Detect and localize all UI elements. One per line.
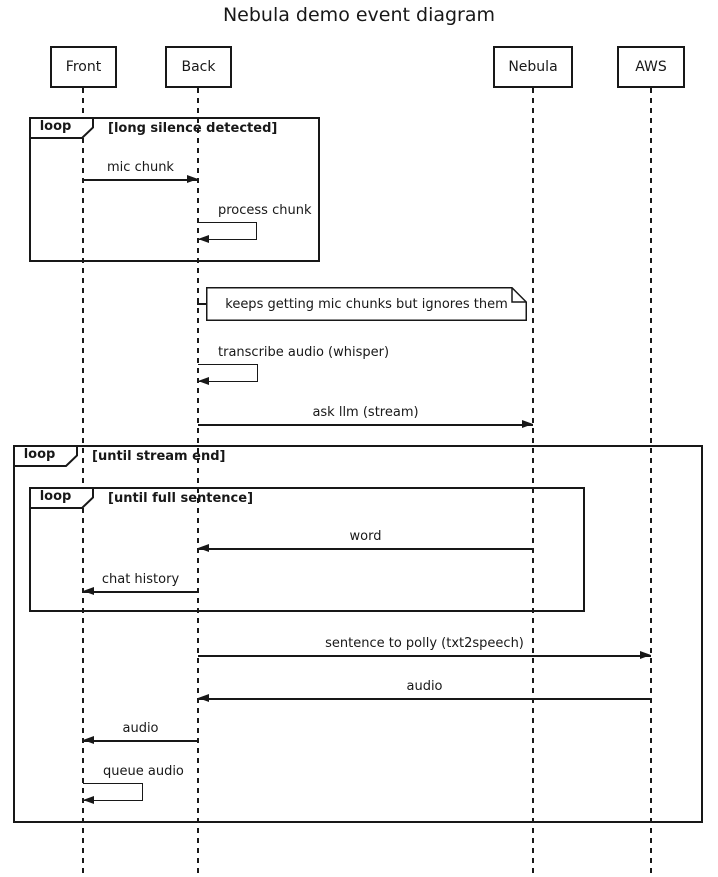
diagram-title: Nebula demo event diagram	[222, 4, 496, 26]
message-label-audio-aws-back: audio	[406, 679, 443, 694]
loop-operator-label: loop	[39, 119, 72, 134]
arrowhead-right-icon	[187, 175, 198, 183]
participant-box-nebula: Nebula	[493, 46, 573, 88]
arrowhead-left-icon	[83, 736, 94, 744]
participant-box-back: Back	[165, 46, 232, 88]
lifeline-back	[197, 88, 199, 877]
message-line-mic-chunk	[83, 179, 198, 181]
arrowhead-left-icon	[198, 544, 209, 552]
arrowhead-left-icon	[83, 587, 94, 595]
loop-operator-tab: loop	[29, 117, 95, 139]
arrowhead-right-icon	[640, 651, 651, 659]
lifeline-front	[82, 88, 84, 877]
self-message-queue-audio	[83, 783, 143, 801]
loop-operator-label: loop	[39, 489, 72, 504]
arrowhead-left-icon	[198, 377, 209, 385]
participant-label: Nebula	[508, 59, 558, 75]
message-line-ask-llm	[198, 424, 533, 426]
participant-box-front: Front	[50, 46, 117, 88]
participant-box-aws: AWS	[617, 46, 685, 88]
note: keeps getting mic chunks but ignores the…	[206, 287, 527, 321]
loop-tab-shape-icon	[29, 117, 94, 139]
message-line-sentence-to-polly	[198, 655, 651, 657]
loop-fragment-silence: loop [long silence detected]	[29, 117, 320, 262]
note-text: keeps getting mic chunks but ignores the…	[225, 296, 508, 312]
loop-guard-label: [until full sentence]	[108, 491, 254, 506]
message-label-sentence-to-polly: sentence to polly (txt2speech)	[325, 636, 524, 651]
participant-label: Front	[65, 59, 102, 75]
message-line-chat-history	[83, 591, 198, 593]
note-shape-icon	[206, 287, 527, 321]
loop-tab-shape-icon	[13, 445, 78, 467]
arrowhead-left-icon	[198, 694, 209, 702]
message-label-ask-llm: ask llm (stream)	[312, 405, 419, 420]
message-label-mic-chunk: mic chunk	[107, 160, 174, 175]
message-label-chat-history: chat history	[101, 572, 180, 587]
loop-guard-label: [until stream end]	[92, 449, 226, 464]
loop-operator-tab: loop	[29, 487, 95, 509]
lifeline-aws	[650, 88, 652, 877]
loop-fragment-stream: loop [until stream end]	[13, 445, 703, 823]
message-label-process-chunk: process chunk	[218, 203, 312, 218]
self-message-transcribe-audio	[198, 364, 258, 382]
loop-fragment-sentence: loop [until full sentence]	[29, 487, 585, 612]
participant-label: AWS	[635, 59, 667, 75]
message-label-queue-audio: queue audio	[103, 764, 184, 779]
loop-operator-tab: loop	[13, 445, 79, 467]
lifeline-nebula	[532, 88, 534, 877]
note-connector-line	[197, 303, 207, 305]
arrowhead-right-icon	[522, 420, 533, 428]
message-label-transcribe-audio: transcribe audio (whisper)	[218, 345, 390, 360]
self-message-process-chunk	[198, 222, 257, 240]
loop-operator-label: loop	[23, 447, 56, 462]
participant-label: Back	[181, 59, 216, 75]
loop-guard-label: [long silence detected]	[108, 121, 278, 136]
arrowhead-left-icon	[83, 796, 94, 804]
message-label-word: word	[349, 529, 382, 544]
arrowhead-left-icon	[198, 235, 209, 243]
message-line-word	[198, 548, 533, 550]
message-label-audio-back-front: audio	[122, 721, 159, 736]
message-line-audio-aws-back	[198, 698, 651, 700]
message-line-audio-back-front	[83, 740, 198, 742]
loop-tab-shape-icon	[29, 487, 94, 509]
